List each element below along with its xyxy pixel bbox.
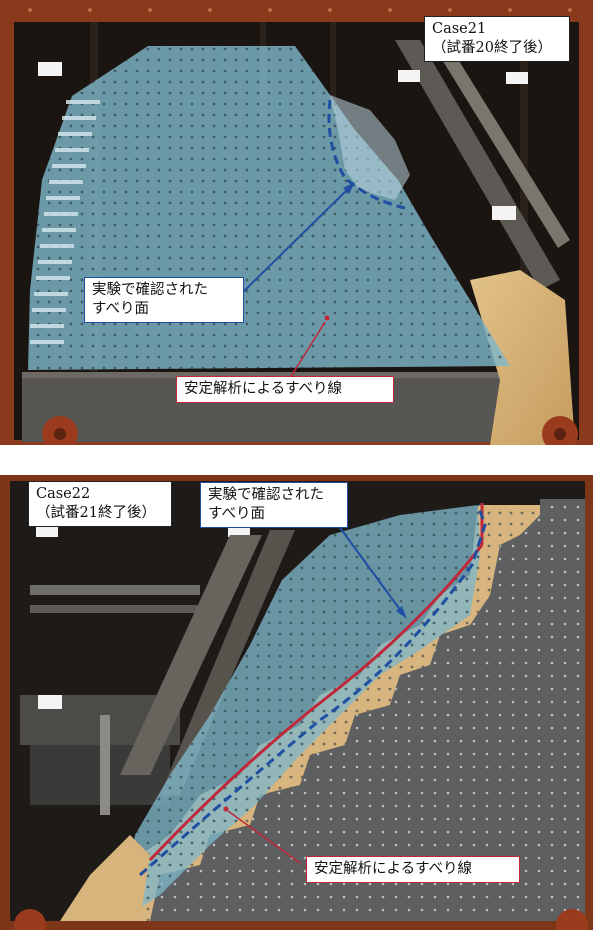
photo-panel-case21: Case21 （試番20終了後） 実験で確認された すべり面 安定解析によるすべ… [0, 0, 593, 445]
steel-beam [120, 535, 262, 775]
photo-case22 [0, 475, 593, 930]
marker-plate [38, 695, 62, 709]
slip-surface-line [139, 504, 487, 877]
marker-plate [506, 72, 528, 84]
sand-deposit [60, 835, 150, 921]
case-label: Case21 （試番20終了後） [424, 16, 570, 62]
analysis-line-label: 安定解析によるすべり線 [176, 376, 394, 403]
slip-surface-label: 実験で確認された すべり面 [84, 277, 244, 323]
marker-plate [398, 70, 420, 82]
analysis-line-label: 安定解析によるすべり線 [306, 856, 520, 883]
marker-plate [36, 525, 58, 537]
sand-deposit [470, 270, 575, 445]
analysis-line-arrow [289, 321, 326, 379]
steel-beam [395, 40, 560, 290]
case-label: Case22 （試番21終了後） [28, 481, 172, 527]
wheel [14, 909, 46, 930]
slip-surface-label: 実験で確認された すべり面 [200, 482, 348, 528]
slip-surface-arrow [239, 184, 353, 296]
wheel [556, 909, 588, 930]
slip-surface-arrow [337, 524, 405, 616]
analysis-line-arrow [227, 810, 301, 864]
photo-panel-case22: Case22 （試番21終了後） 実験で確認された すべり面 安定解析によるすべ… [0, 475, 593, 930]
slip-surface-line [327, 99, 406, 210]
marker-plate [228, 525, 250, 537]
analysis-line [148, 544, 484, 862]
marker-plate [38, 62, 62, 76]
marker-plate [492, 206, 516, 220]
photo-case21 [0, 0, 593, 445]
